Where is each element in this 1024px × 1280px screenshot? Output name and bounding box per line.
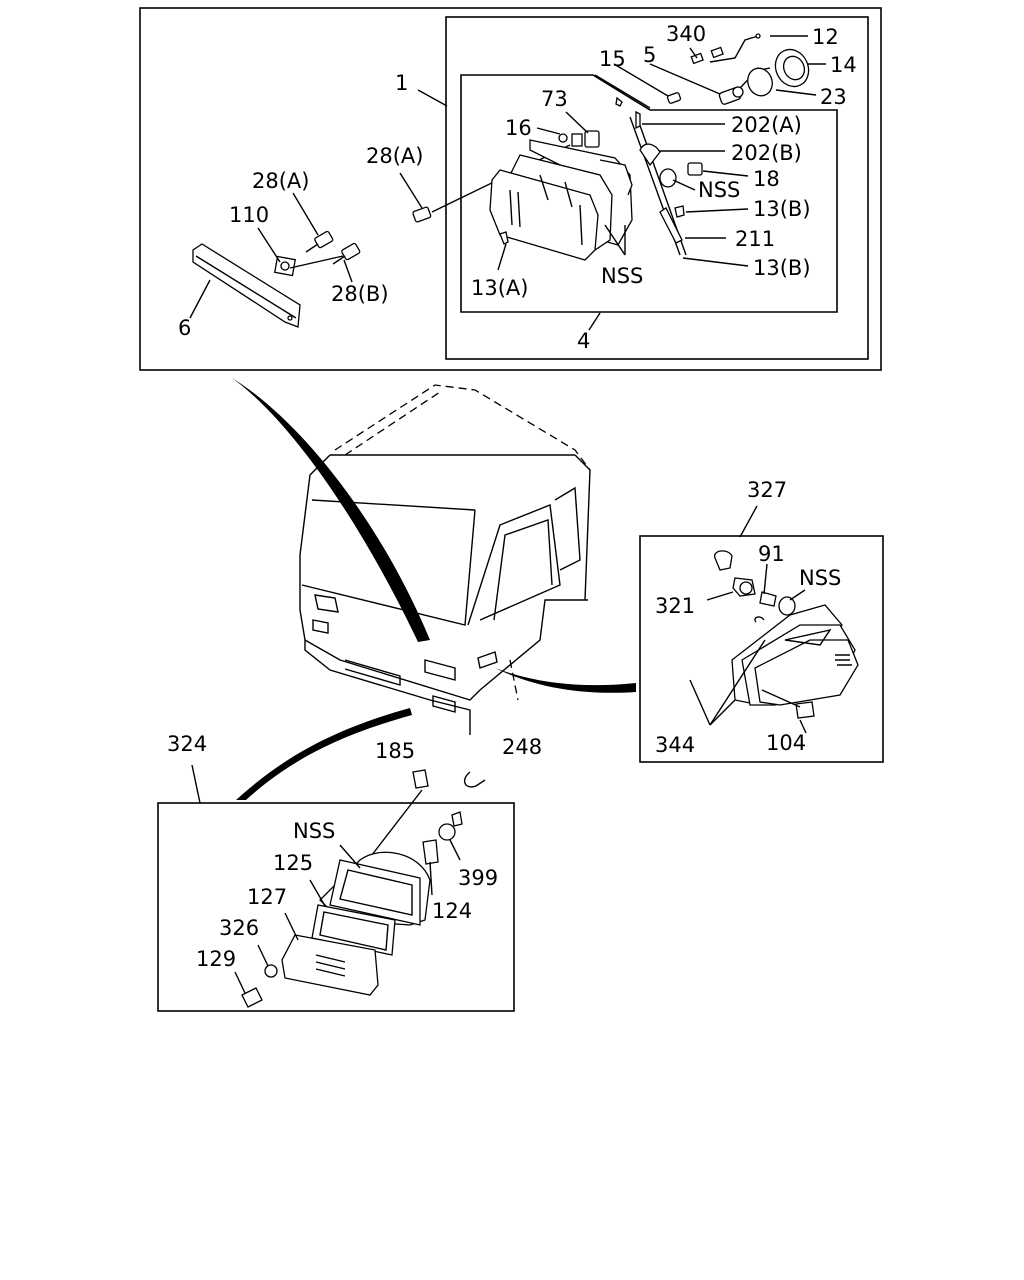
clip-part-185 xyxy=(412,769,429,789)
label-127: 127 xyxy=(247,885,287,909)
bolt-part-28b xyxy=(332,242,361,265)
socket-part-399 xyxy=(438,823,456,841)
label-129: 129 xyxy=(196,947,236,971)
label-124: 124 xyxy=(432,899,472,923)
bulb-socket-part-5 xyxy=(718,86,744,105)
headlamp-unit-frame xyxy=(460,74,838,313)
assembly-inner-frame xyxy=(445,16,869,360)
washer-part-73 xyxy=(571,133,583,147)
screw-part-18 xyxy=(687,162,703,176)
label-4: 4 xyxy=(577,329,590,353)
label-13a: 13(A) xyxy=(471,276,528,300)
clip-part-13b xyxy=(674,205,685,218)
label-91: 91 xyxy=(758,542,785,566)
spring-part-202a xyxy=(635,110,641,130)
label-5: 5 xyxy=(643,43,656,67)
clamp-part-248 xyxy=(463,771,486,788)
callout-swoosh-top xyxy=(232,378,430,642)
headlamp-lens xyxy=(489,169,599,261)
front-lamp-assembly-324 xyxy=(157,764,515,1012)
nut-part-nss xyxy=(659,168,677,188)
label-185: 185 xyxy=(375,739,415,763)
label-13b-2: 13(B) xyxy=(753,256,811,280)
callout-swoosh-bottom xyxy=(236,708,412,800)
truck-cab-drawing xyxy=(299,384,591,735)
label-23: 23 xyxy=(820,85,847,109)
headlamp-unit xyxy=(489,139,633,261)
side-lamp-assembly-327 xyxy=(639,505,884,763)
label-211: 211 xyxy=(735,227,775,251)
bolt-part-28a xyxy=(305,230,334,253)
lamp-lens xyxy=(754,639,859,706)
label-202a: 202(A) xyxy=(731,113,802,137)
label-110: 110 xyxy=(229,203,269,227)
pin-part-15 xyxy=(666,92,682,104)
label-6: 6 xyxy=(178,316,191,340)
label-13b-1: 13(B) xyxy=(753,197,811,221)
label-nss-lamp: NSS xyxy=(601,264,643,288)
side-lamp-frame xyxy=(639,535,884,763)
connector-part xyxy=(714,550,733,571)
label-321: 321 xyxy=(655,594,695,618)
clip-part-13a xyxy=(499,231,509,245)
label-104: 104 xyxy=(766,731,806,755)
screw-part-104 xyxy=(795,701,815,719)
headlamp-assembly-group xyxy=(139,7,882,371)
label-344: 344 xyxy=(655,733,695,757)
label-326: 326 xyxy=(219,916,259,940)
assembly-outer-frame xyxy=(139,7,882,371)
label-18: 18 xyxy=(753,167,780,191)
part-labels: 1 340 12 15 5 14 73 23 16 202(A) 28(A) 2… xyxy=(167,22,857,971)
label-327: 327 xyxy=(747,478,787,502)
label-nss-324: NSS xyxy=(293,819,335,843)
label-16: 16 xyxy=(505,116,532,140)
label-nss-top: NSS xyxy=(698,178,740,202)
callout-swoosh-right xyxy=(495,668,636,693)
front-lamp-frame xyxy=(157,802,515,1012)
bulb-part-124 xyxy=(422,839,439,865)
gasket-part-nss xyxy=(778,596,796,616)
washer-part-326 xyxy=(264,964,278,978)
label-202b: 202(B) xyxy=(731,141,802,165)
lens-grid xyxy=(315,954,346,977)
nut-part-73 xyxy=(584,130,600,148)
clip-part xyxy=(754,616,765,623)
bracket-part-6 xyxy=(192,243,301,328)
cover-part-23 xyxy=(747,67,773,97)
label-1: 1 xyxy=(395,71,408,95)
label-15: 15 xyxy=(599,47,626,71)
clip-part-13b-top xyxy=(615,96,623,107)
label-125: 125 xyxy=(273,851,313,875)
rod-part-211 xyxy=(659,207,683,244)
screw-part-16 xyxy=(558,133,568,143)
label-28a-top: 28(A) xyxy=(252,169,309,193)
gasket-part-nss-324 xyxy=(329,859,421,926)
label-nss-327: NSS xyxy=(799,566,841,590)
screw-part-129 xyxy=(241,987,263,1008)
label-340: 340 xyxy=(666,22,706,46)
label-14: 14 xyxy=(830,53,857,77)
label-28b: 28(B) xyxy=(331,282,389,306)
label-28a-mid: 28(A) xyxy=(366,144,423,168)
label-324: 324 xyxy=(167,732,207,756)
label-399: 399 xyxy=(458,866,498,890)
label-73: 73 xyxy=(541,87,568,111)
bolt-part-28a-mid xyxy=(412,206,432,223)
bezel-part-125 xyxy=(311,904,396,956)
label-248: 248 xyxy=(502,735,542,759)
screw-part-340 xyxy=(690,46,724,65)
bulb-part-91 xyxy=(759,591,777,607)
screw-part-399-head xyxy=(451,811,463,827)
label-12: 12 xyxy=(812,25,839,49)
bracket-part-202b xyxy=(639,143,661,167)
